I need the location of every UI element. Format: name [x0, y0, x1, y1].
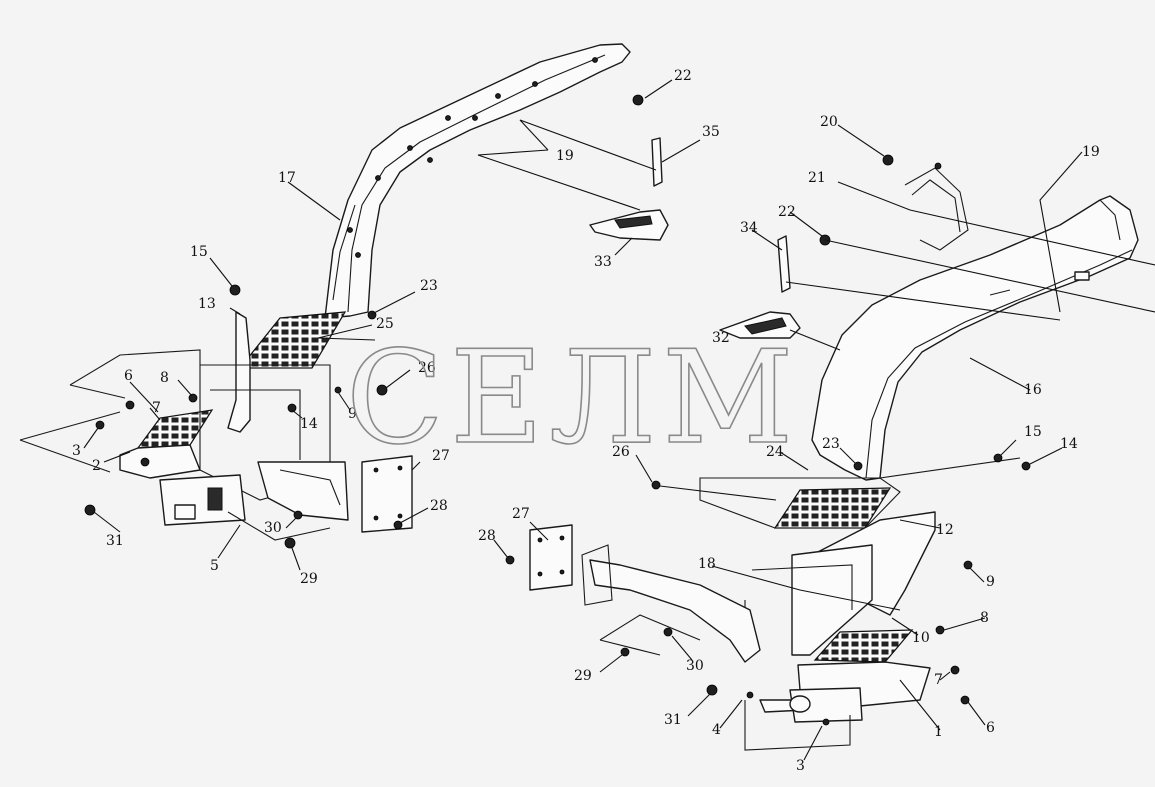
callout-33: 33 [594, 254, 612, 270]
callout-7: 7 [152, 400, 161, 416]
callout-4: 4 [712, 722, 721, 738]
callout-32: 32 [712, 330, 730, 346]
left-step-assembly [19, 311, 413, 541]
mounting-brackets [589, 137, 969, 339]
callout-14-right: 14 [1060, 436, 1078, 452]
callout-29: 29 [300, 571, 318, 587]
callout-1: 1 [934, 724, 943, 740]
callout-35: 35 [702, 124, 720, 140]
callout-3: 3 [72, 443, 81, 459]
callout-22-right: 22 [778, 204, 796, 220]
callout-28: 28 [430, 498, 448, 514]
callout-31-right: 31 [664, 712, 682, 728]
callout-8-right: 8 [980, 610, 989, 626]
callout-27-right: 27 [512, 506, 530, 522]
left-fender [324, 43, 631, 319]
callout-23: 23 [420, 278, 438, 294]
callout-24: 24 [766, 444, 784, 460]
callout-21: 21 [808, 170, 826, 186]
callout-13: 13 [198, 296, 216, 312]
callout-31: 31 [106, 533, 124, 549]
callout-7-right: 7 [934, 672, 943, 688]
callout-14: 14 [300, 416, 318, 432]
watermark-text: СЕЛМ [346, 324, 799, 473]
callout-8: 8 [160, 370, 169, 386]
callout-29-right: 29 [574, 668, 592, 684]
fasteners [84, 94, 1031, 726]
callout-19-right: 19 [1082, 144, 1100, 160]
callout-15-right: 15 [1024, 424, 1042, 440]
callout-labels: 22 35 19 17 33 15 23 13 25 26 9 14 8 6 7… [72, 68, 1100, 774]
callout-2: 2 [92, 458, 101, 474]
callout-6-right: 6 [986, 720, 995, 736]
callout-9-right: 9 [986, 574, 995, 590]
callout-22: 22 [674, 68, 692, 84]
callout-23-right: 23 [822, 436, 840, 452]
callout-25: 25 [376, 316, 394, 332]
callout-34: 34 [740, 220, 758, 236]
callout-27: 27 [432, 448, 450, 464]
callout-20: 20 [820, 114, 838, 130]
callout-15: 15 [190, 244, 208, 260]
callout-9: 9 [348, 406, 357, 422]
callout-6: 6 [124, 368, 133, 384]
leader-lines [83, 79, 1155, 761]
callout-28-right: 28 [478, 528, 496, 544]
callout-17: 17 [278, 170, 296, 186]
callout-12: 12 [936, 522, 954, 538]
callout-3-right: 3 [796, 758, 805, 774]
callout-18: 18 [698, 556, 716, 572]
right-fender [811, 195, 1139, 481]
callout-16: 16 [1024, 382, 1042, 398]
callout-30: 30 [264, 520, 282, 536]
callout-19: 19 [556, 148, 574, 164]
callout-5: 5 [210, 558, 219, 574]
callout-30-right: 30 [686, 658, 704, 674]
right-step-assembly [529, 457, 1021, 751]
callout-26: 26 [418, 360, 436, 376]
callout-10: 10 [912, 630, 930, 646]
callout-26-right: 26 [612, 444, 630, 460]
